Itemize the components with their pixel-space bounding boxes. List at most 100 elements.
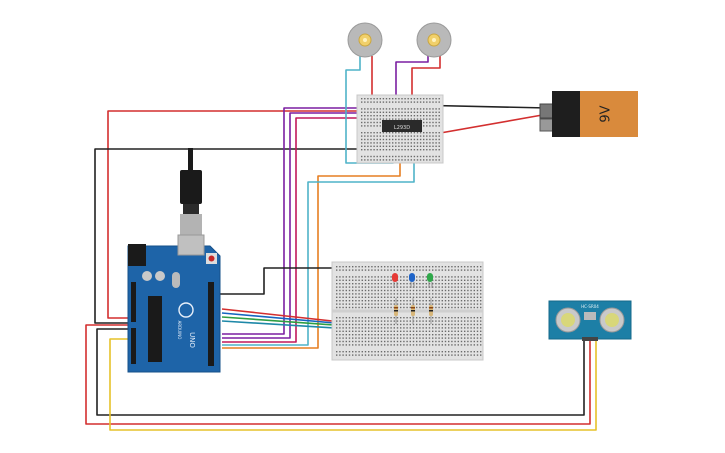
breadboard-hole bbox=[390, 330, 392, 332]
breadboard-hole bbox=[364, 283, 367, 285]
breadboard-hole bbox=[342, 286, 344, 288]
breadboard-hole bbox=[345, 337, 347, 339]
breadboard-hole bbox=[425, 327, 427, 329]
breadboard-hole bbox=[336, 306, 338, 309]
breadboard-hole bbox=[476, 293, 479, 295]
breadboard-hole bbox=[435, 155, 437, 158]
breadboard-hole bbox=[464, 283, 466, 285]
breadboard-hole bbox=[441, 323, 443, 326]
breadboard-hole bbox=[371, 283, 373, 285]
breadboard-hole bbox=[364, 334, 367, 336]
breadboard-hole bbox=[368, 351, 370, 353]
breadboard-hole bbox=[379, 121, 381, 124]
breadboard-hole bbox=[385, 115, 388, 117]
breadboard-hole bbox=[419, 344, 421, 346]
breadboard-hole bbox=[376, 121, 378, 124]
breadboard-hole bbox=[435, 159, 437, 161]
breadboard-hole bbox=[367, 118, 369, 120]
small-breadboard-holes bbox=[361, 98, 440, 161]
breadboard-hole bbox=[457, 296, 459, 298]
breadboard-hole bbox=[444, 300, 447, 302]
breadboard-hole bbox=[387, 340, 389, 343]
breadboard-hole bbox=[464, 306, 466, 309]
breadboard-hole bbox=[377, 276, 379, 278]
breadboard-hole bbox=[342, 340, 344, 343]
breadboard-hole bbox=[457, 327, 459, 329]
breadboard-hole bbox=[438, 334, 440, 336]
breadboard-hole bbox=[464, 340, 466, 343]
breadboard-hole bbox=[467, 283, 469, 285]
breadboard-hole bbox=[401, 108, 403, 110]
breadboard-hole bbox=[428, 323, 431, 326]
breadboard-hole bbox=[454, 334, 456, 336]
breadboard-hole bbox=[441, 334, 443, 336]
breadboard-hole bbox=[374, 344, 376, 346]
breadboard-hole bbox=[470, 340, 472, 343]
breadboard-hole bbox=[336, 289, 338, 292]
breadboard-hole bbox=[451, 303, 453, 305]
breadboard-hole bbox=[390, 279, 392, 281]
breadboard-hole bbox=[387, 354, 389, 356]
breadboard-hole bbox=[406, 303, 408, 305]
breadboard-hole bbox=[342, 300, 344, 302]
breadboard-hole bbox=[403, 306, 405, 309]
breadboard-hole bbox=[401, 138, 403, 141]
breadboard-hole bbox=[361, 327, 363, 329]
breadboard-hole bbox=[410, 118, 412, 120]
breadboard-hole bbox=[355, 334, 357, 336]
breadboard-hole bbox=[377, 323, 379, 326]
breadboard-hole bbox=[382, 142, 385, 144]
breadboard-hole bbox=[422, 289, 424, 292]
ultrasonic-sensor: HC-SR04 bbox=[548, 300, 632, 341]
breadboard-hole bbox=[422, 296, 424, 298]
breadboard-hole bbox=[438, 98, 440, 100]
breadboard-hole bbox=[368, 269, 370, 271]
breadboard-hole bbox=[435, 269, 437, 271]
breadboard-hole bbox=[412, 354, 415, 356]
breadboard-hole bbox=[345, 340, 347, 343]
breadboard-hole bbox=[432, 266, 434, 268]
breadboard-hole bbox=[371, 269, 373, 271]
breadboard-hole bbox=[464, 303, 466, 305]
breadboard-hole bbox=[460, 303, 463, 305]
breadboard-hole bbox=[345, 354, 347, 356]
breadboard-hole bbox=[379, 138, 381, 141]
breadboard-hole bbox=[376, 149, 378, 151]
breadboard-hole bbox=[387, 330, 389, 332]
breadboard-hole bbox=[428, 330, 431, 332]
breadboard-hole bbox=[438, 135, 440, 137]
breadboard-hole bbox=[361, 98, 363, 100]
breadboard-hole bbox=[387, 344, 389, 346]
breadboard-hole bbox=[373, 115, 375, 117]
breadboard-hole bbox=[374, 293, 376, 295]
breadboard-hole bbox=[435, 135, 437, 137]
breadboard-hole bbox=[384, 334, 386, 336]
breadboard-hole bbox=[401, 101, 403, 103]
breadboard-hole bbox=[358, 293, 360, 295]
breadboard-hole bbox=[393, 354, 395, 356]
breadboard-hole bbox=[401, 135, 403, 137]
breadboard-hole bbox=[464, 351, 466, 353]
breadboard-hole bbox=[358, 300, 360, 302]
breadboard-hole bbox=[390, 276, 392, 278]
breadboard-hole bbox=[448, 337, 450, 339]
breadboard-hole bbox=[428, 317, 431, 319]
breadboard-hole bbox=[419, 300, 421, 302]
breadboard-hole bbox=[385, 155, 388, 158]
breadboard-hole bbox=[432, 108, 434, 110]
breadboard-hole bbox=[401, 142, 403, 144]
breadboard-hole bbox=[451, 344, 453, 346]
breadboard-hole bbox=[407, 155, 409, 158]
wire-orange bbox=[222, 152, 401, 349]
breadboard-hole bbox=[368, 354, 370, 356]
breadboard-hole bbox=[406, 354, 408, 356]
breadboard-hole bbox=[392, 132, 394, 134]
breadboard-hole bbox=[361, 159, 363, 161]
breadboard-hole bbox=[422, 266, 424, 268]
breadboard-hole bbox=[387, 276, 389, 278]
breadboard-hole bbox=[361, 135, 363, 137]
breadboard-hole bbox=[403, 317, 405, 319]
breadboard-hole bbox=[473, 354, 475, 356]
breadboard-hole bbox=[457, 334, 459, 336]
breadboard-hole bbox=[352, 286, 354, 288]
